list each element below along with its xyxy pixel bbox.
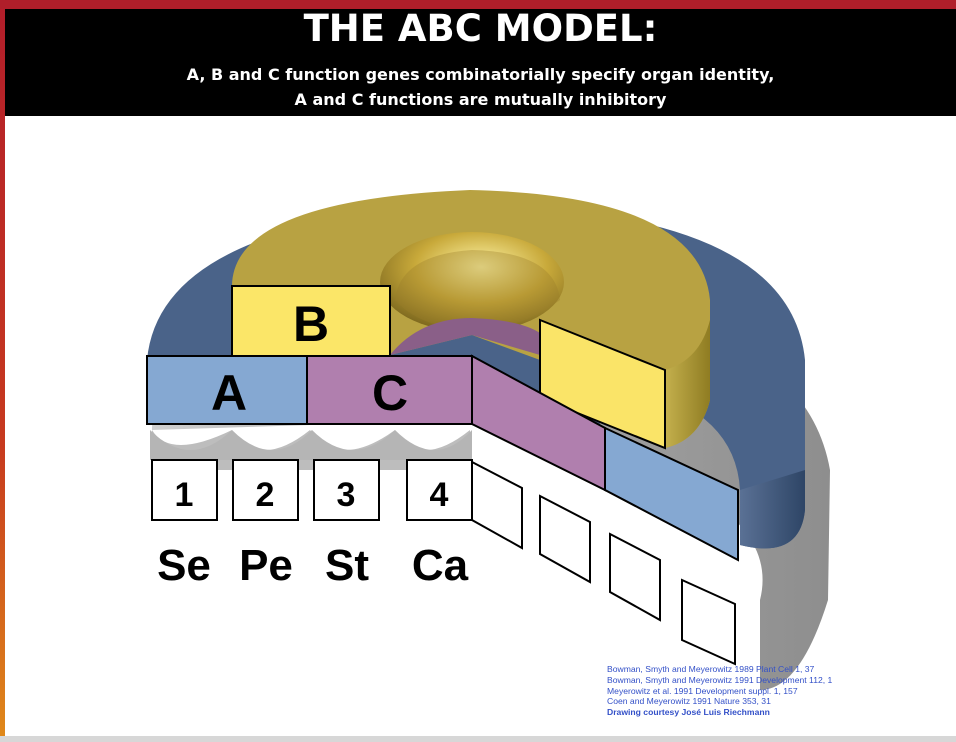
reference-line: Bowman, Smyth and Meyerowitz 1989 Plant … [607, 664, 815, 674]
c-function-block: C [306, 355, 473, 425]
c-label: C [372, 365, 408, 421]
whorl-number: 1 [175, 476, 194, 514]
bottom-divider [0, 736, 956, 742]
a-label: A [211, 365, 247, 421]
whorl-number: 4 [430, 476, 449, 514]
reference-line: Meyerowitz et al. 1991 Development suppl… [607, 685, 798, 696]
a-function-block-right [604, 426, 739, 562]
whorl-box-1: 1 [151, 459, 218, 521]
whorl-scallops [150, 430, 472, 460]
organ-label-sepal: Se [157, 541, 211, 590]
whorl-box-3: 3 [313, 459, 380, 521]
b-function-block: B [231, 285, 391, 357]
organ-labels: Se Pe St Ca [157, 541, 469, 590]
whorl-box-4: 4 [406, 459, 473, 521]
reference-line: Coen and Meyerowitz 1991 Nature 353, 31 [607, 696, 771, 707]
perspective-whorl-boxes [471, 460, 736, 666]
center-hole [380, 232, 564, 332]
b-function-block-right [539, 318, 666, 450]
b-label: B [293, 296, 329, 352]
drawing-credit: Drawing courtesy José Luis Riechmann [607, 707, 770, 718]
reference-line: Bowman, Smyth and Meyerowitz 1991 Develo… [607, 674, 833, 685]
title-banner: THE ABC MODEL: A, B and C function genes… [5, 9, 956, 116]
whorl-box-2: 2 [232, 459, 299, 521]
whorl-number: 2 [256, 476, 275, 514]
subtitle-line-2: A and C functions are mutually inhibitor… [294, 90, 667, 109]
organ-label-stamen: St [325, 541, 369, 590]
whorl-number-row: 1 2 3 4 [151, 459, 473, 521]
references-block: Bowman, Smyth and Meyerowitz 1989 Plant … [607, 664, 832, 718]
organ-label-carpel: Ca [412, 541, 469, 590]
subtitle-line-1: A, B and C function genes combinatoriall… [186, 65, 775, 84]
left-accent-bar [0, 0, 5, 742]
c-region-inner-top [390, 318, 540, 355]
whorl-number: 3 [337, 476, 356, 514]
slide-title: THE ABC MODEL: [303, 7, 658, 50]
top-accent-strip [0, 0, 956, 9]
a-function-block: A [146, 355, 308, 425]
organ-label-petal: Pe [239, 541, 293, 590]
